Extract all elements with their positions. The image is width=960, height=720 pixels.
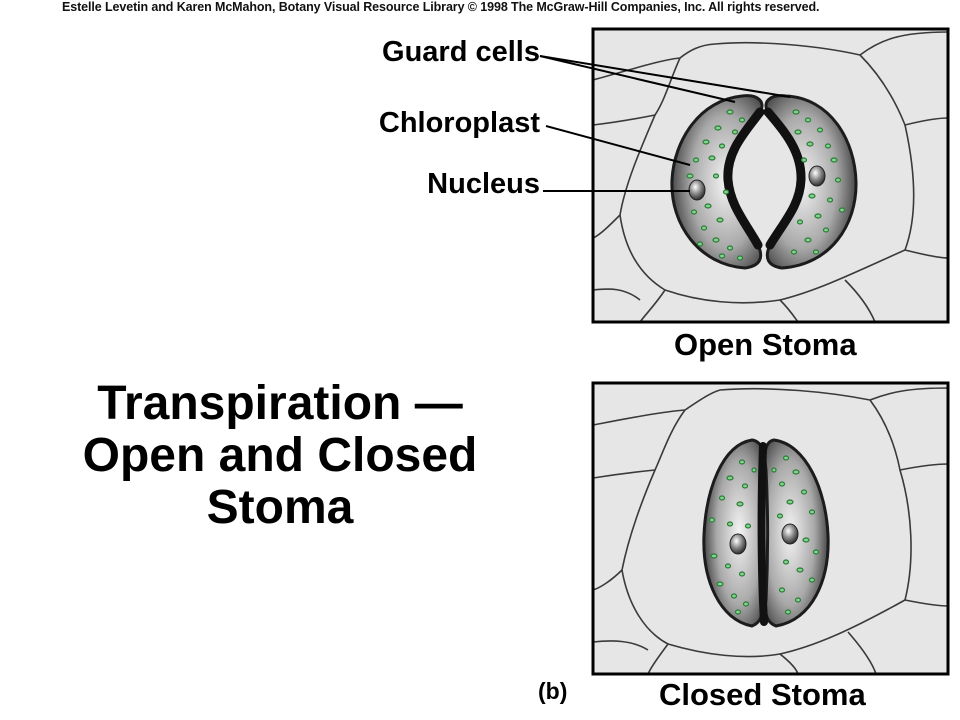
- closed-stoma-panel: [591, 381, 950, 676]
- title-line-3: Stoma: [206, 481, 354, 534]
- callout-lines: [539, 55, 791, 192]
- open-stoma-panel: [591, 27, 950, 324]
- open-stoma-caption: Open Stoma: [674, 327, 857, 362]
- chloroplasts-open: [686, 109, 846, 261]
- closed-stoma-caption: Closed Stoma: [659, 677, 866, 712]
- nucleus-right-closed: [781, 523, 799, 545]
- figure-letter: (b): [538, 678, 568, 704]
- credit-line: Estelle Levetin and Karen McMahon, Botan…: [62, 0, 820, 14]
- epidermal-cells: [593, 31, 948, 322]
- chloroplasts-closed: [708, 455, 820, 615]
- guard-cells-label: Guard cells: [382, 36, 540, 68]
- nucleus-left-closed: [729, 533, 747, 555]
- chloroplast-label: Chloroplast: [378, 107, 540, 139]
- nucleus-right-open: [808, 165, 826, 187]
- nucleus-left-open: [688, 179, 706, 201]
- nucleus-label: Nucleus: [427, 168, 540, 200]
- title-line-1: Transpiration —: [97, 377, 463, 430]
- epidermal-cells-closed: [593, 387, 948, 674]
- title-line-2: Open and Closed: [82, 429, 478, 482]
